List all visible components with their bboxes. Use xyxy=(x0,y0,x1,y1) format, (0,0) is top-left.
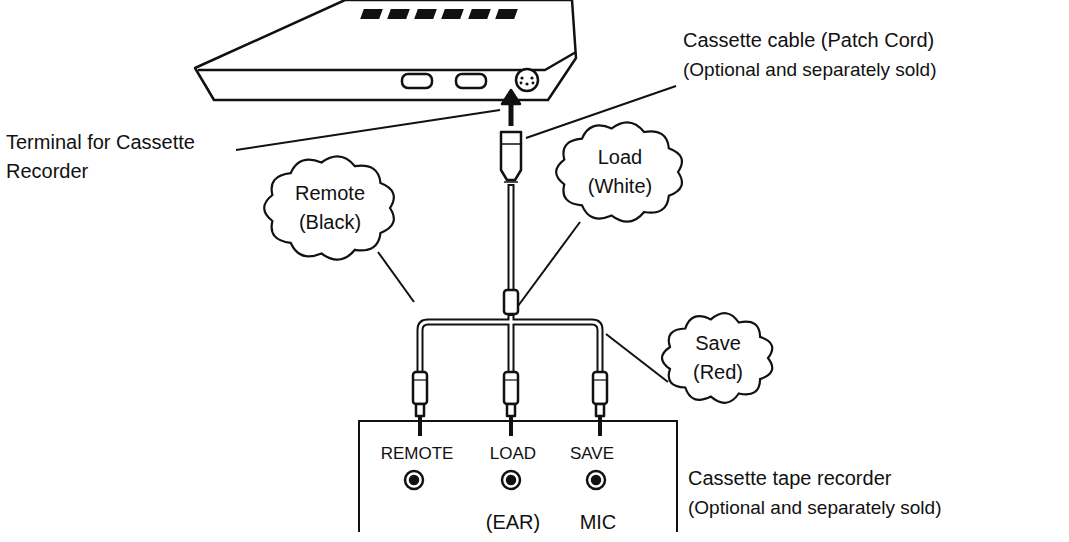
computer-body xyxy=(195,0,576,100)
callout-bubble: Load (White) xyxy=(554,120,686,224)
jack-label: (EAR) xyxy=(486,511,540,534)
cable-sleeve xyxy=(504,290,518,314)
mini-plug xyxy=(504,372,518,436)
callout-text: Load (White) xyxy=(574,143,666,201)
label: (Optional and separately sold) xyxy=(688,494,1064,522)
callout-tail xyxy=(518,222,580,306)
cassette-recorder: REMOTE LOAD SAVE (EAR) MIC xyxy=(358,420,678,532)
callout-tail xyxy=(378,252,414,302)
cable-split xyxy=(420,314,600,375)
din-plug xyxy=(501,132,521,180)
label: Cassette cable (Patch Cord) xyxy=(683,26,1063,55)
jack-label: REMOTE xyxy=(381,444,454,464)
mini-plug xyxy=(593,372,607,436)
callout-text: Remote (Black) xyxy=(282,179,378,237)
computer-front xyxy=(205,84,214,100)
cloud-outline xyxy=(554,120,686,224)
jacks xyxy=(405,471,605,489)
jack-label: LOAD xyxy=(490,444,536,464)
cable xyxy=(508,184,515,300)
label: Terminal for Cassette Recorder xyxy=(6,128,201,186)
joystick-port xyxy=(456,74,486,88)
mini-plug xyxy=(413,372,427,436)
cloud-outline xyxy=(262,154,398,262)
computer-edge xyxy=(198,52,576,70)
jack-label: SAVE xyxy=(570,444,614,464)
callout-text: Save (Red) xyxy=(680,329,756,387)
keys xyxy=(360,9,518,19)
callout-tail xyxy=(606,334,668,382)
leader-line xyxy=(236,110,500,150)
cloud-outline xyxy=(660,311,776,405)
callout-bubble: Remote (Black) xyxy=(262,154,398,262)
label: Cassette tape recorder xyxy=(688,464,1058,493)
jack-label: MIC xyxy=(580,511,617,534)
insert-arrowhead xyxy=(502,90,520,104)
insert-arrow xyxy=(509,102,514,126)
label: (Optional and separately sold) xyxy=(683,56,1063,84)
cassette-terminal xyxy=(516,69,538,91)
callout-bubble: Save (Red) xyxy=(660,311,776,405)
joystick-port xyxy=(402,74,432,88)
